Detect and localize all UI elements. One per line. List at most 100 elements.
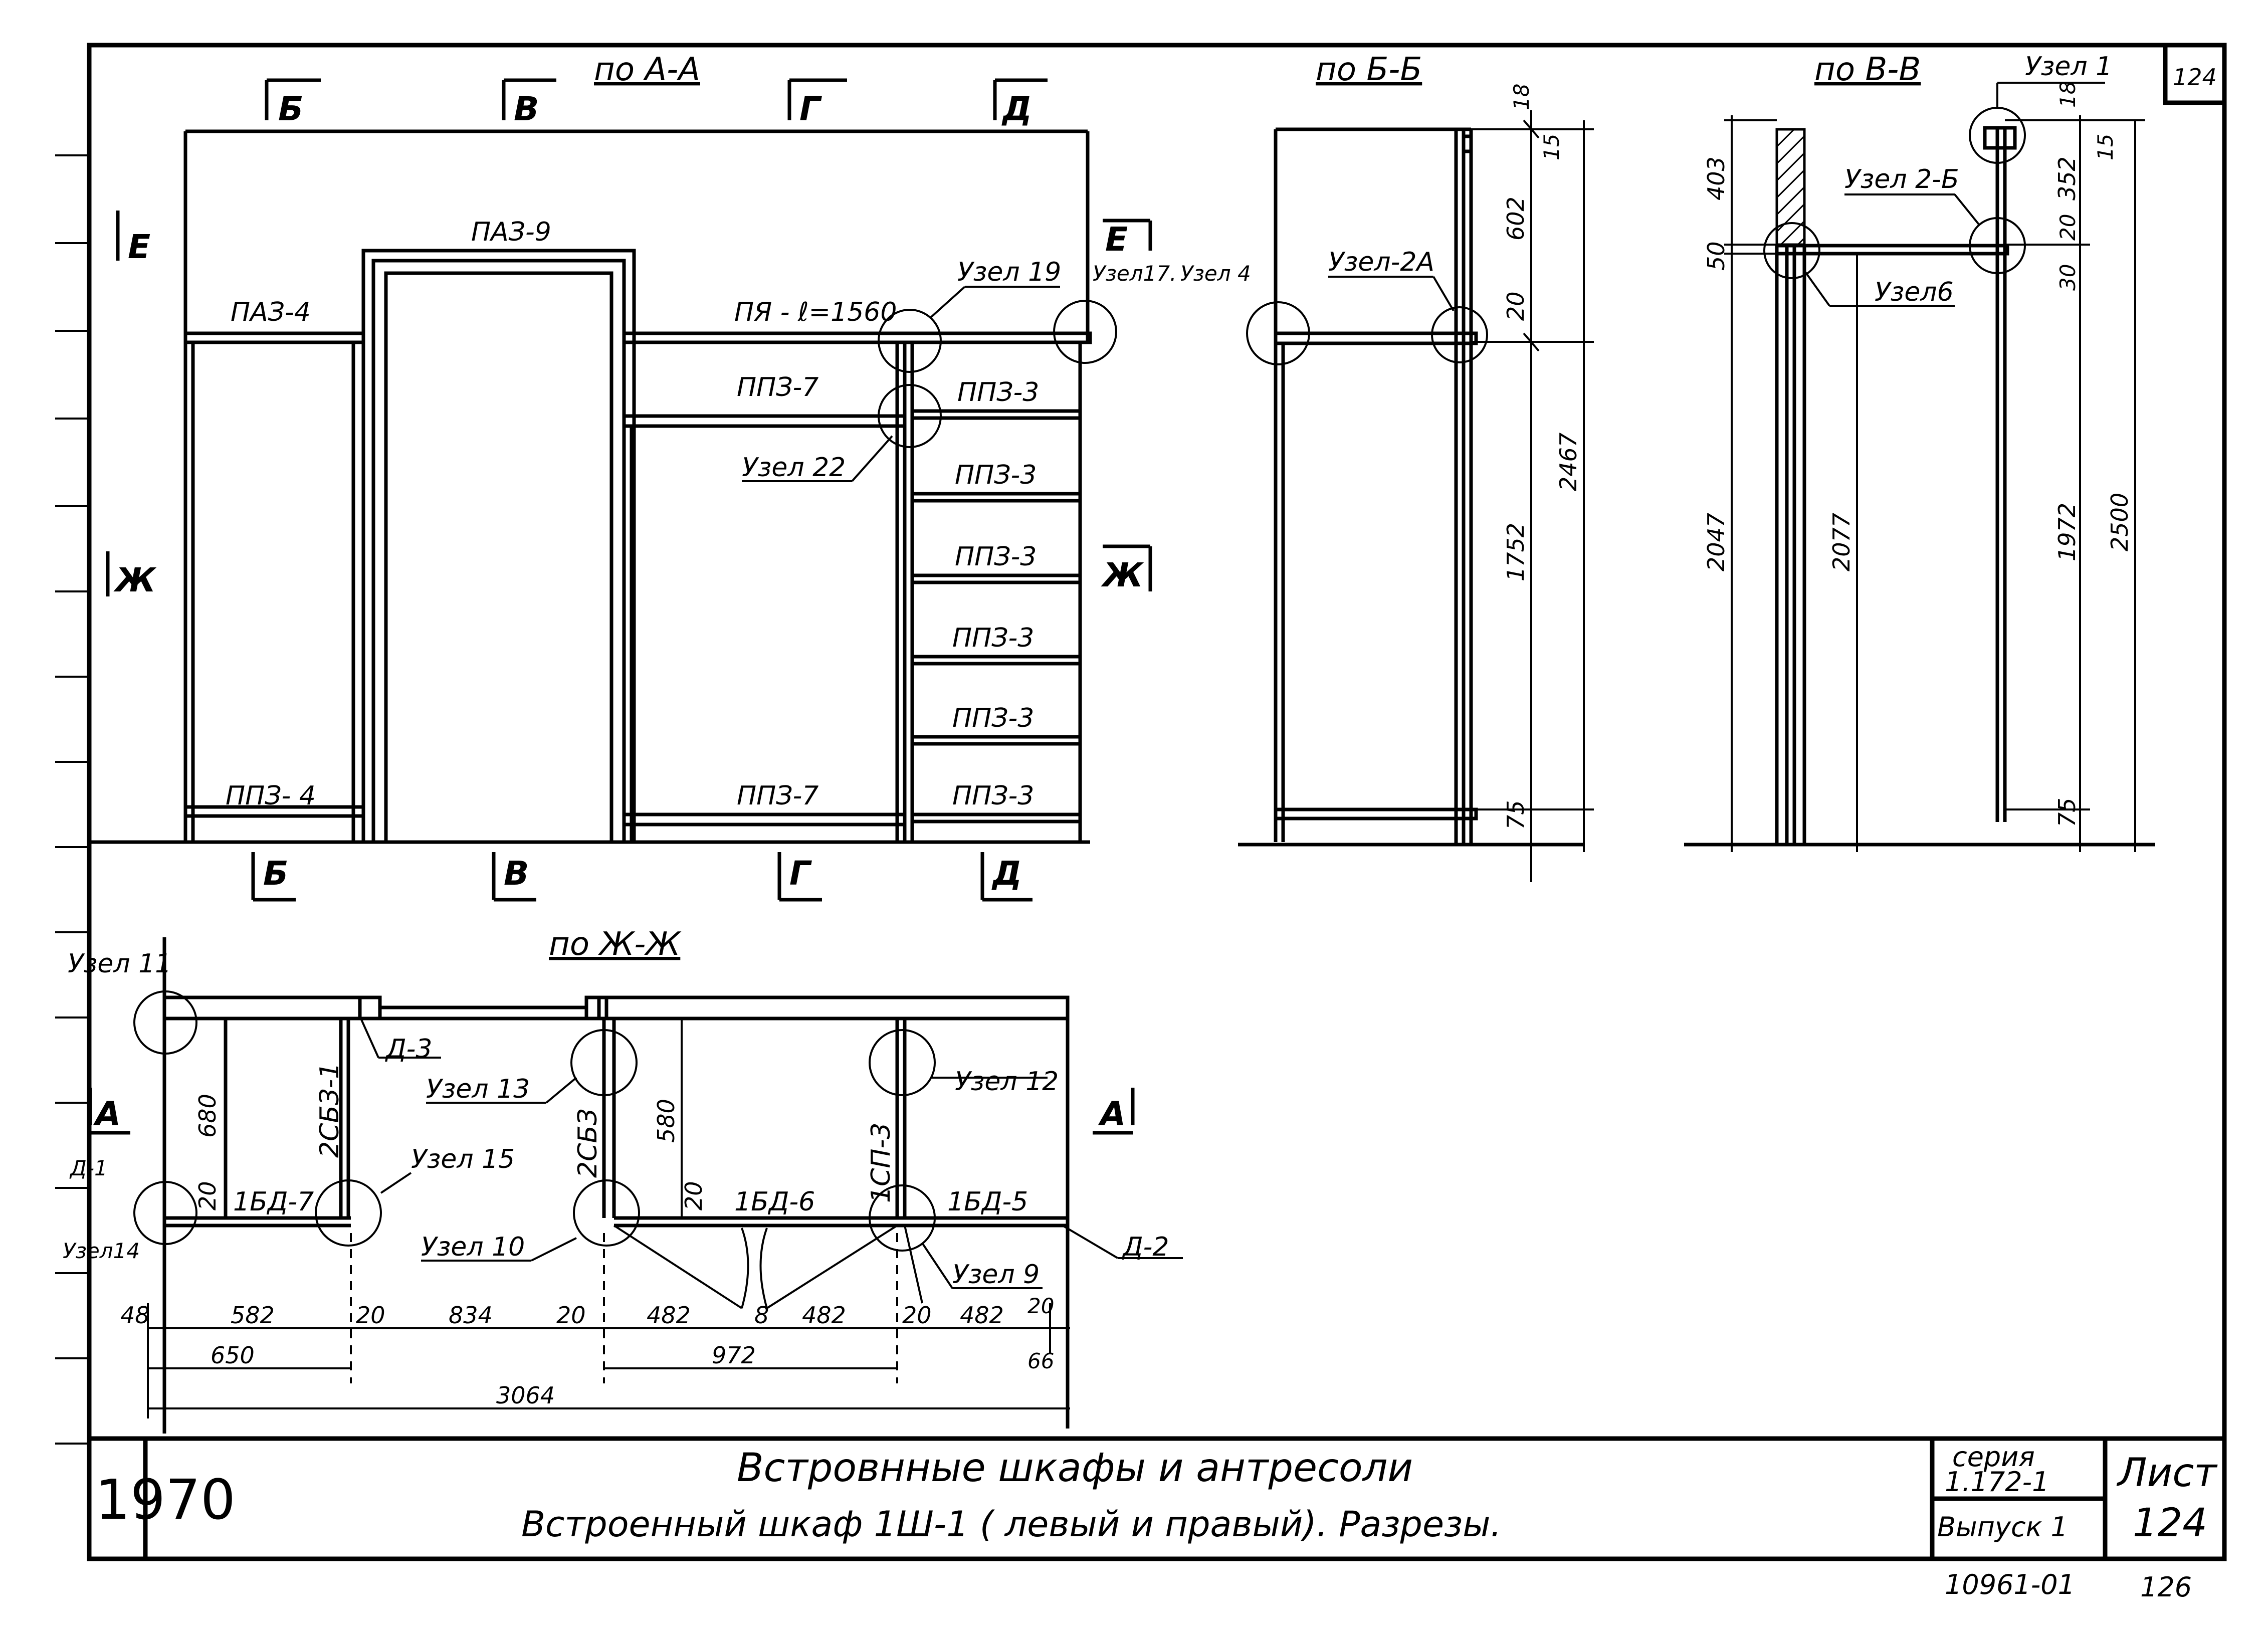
view-v-v-title: по В-В [1814,51,1921,88]
view-zh-zh: по Ж-Ж [63,926,1183,1434]
page-number: 126 [2140,1571,2192,1603]
label-ppz3-3: ППЗ-3 [955,542,1037,572]
dim-b-2467: 2467 [1555,433,1582,491]
label-uzel14: Узел14 [63,1239,140,1263]
dim-zh-8: 8 [754,1302,769,1329]
sheet-value: 124 [2133,1501,2207,1546]
section-mark-g-bottom: Г [789,854,812,893]
dim-zh-20-1: 20 [356,1302,385,1329]
dim-v-1972: 1972 [2053,503,2081,561]
label-uzel2a: Узел-2А [1328,247,1434,277]
label-paz4: ПАЗ-4 [231,297,311,327]
issue-label: Выпуск 1 [1937,1511,2068,1543]
cabinet-front-outline [90,129,1092,844]
dim-v-30: 30 [2055,264,2080,291]
dim-b-602: 602 [1502,196,1529,241]
section-mark-a-right: А [1098,1095,1126,1133]
dim-zh-482-3: 482 [960,1302,1004,1329]
label-uzel2b: Узел 2-Б [1844,164,1959,194]
label-uzel19: Узел 19 [957,257,1061,287]
dim-v-15: 15 [2093,134,2118,160]
dim-zh-650: 650 [211,1342,255,1369]
sheet-frame: 124 [55,43,2227,1561]
v-v-dimensions-right: 18 15 352 20 30 1972 2500 75 [2005,81,2145,852]
dim-zh-834: 834 [449,1302,493,1329]
section-mark-d-top: Д [1001,90,1032,128]
sheet-number-top: 124 [2173,64,2217,91]
label-2sb3-1: 2СБЗ-1 [315,1063,345,1158]
node-circle-4 [1246,301,1310,365]
label-pya: ПЯ - ℓ=1560 [734,297,897,327]
section-mark-b-top: Б [278,90,303,128]
dim-b-75: 75 [1502,800,1529,830]
section-mark-d-bottom: Д [991,854,1022,893]
view-a-a-title: по А-А [594,51,700,88]
dim-v-75: 75 [2053,797,2081,827]
dim-zh-3064: 3064 [496,1382,555,1409]
b-b-dimensions: 18 15 602 20 1752 2467 75 [1471,84,1594,882]
label-1sp3: 1СП-3 [866,1123,896,1203]
view-b-b-title: по Б-Б [1316,51,1422,88]
node-circle-2a [1431,306,1488,363]
dim-zh-20-2: 20 [556,1302,586,1329]
title-block: 1970 Встровнные шкафы и антресоли Встрое… [95,1439,2218,1603]
title-year: 1970 [95,1468,236,1532]
title-line2: Встроенный шкаф 1Ш-1 ( левый и правый). … [521,1504,1502,1545]
label-ppz7-top: ППЗ-7 [737,372,818,402]
label-ppz4: ППЗ- 4 [226,781,316,811]
node-circle-10 [573,1179,640,1247]
dim-v-20: 20 [2055,214,2080,241]
view-a-a: по А-А Б В Г Д Е Е Ж Ж [90,51,1251,902]
label-2sb3: 2СБЗ [573,1109,603,1178]
label-uzel15: Узел 15 [411,1144,515,1174]
label-d3: Д-3 [385,1034,432,1064]
dim-zh-48: 48 [120,1302,150,1329]
section-marks-top: Б В Г Д [265,78,1048,128]
label-ppz3-2: ППЗ-3 [955,460,1037,490]
label-ppz3-1: ППЗ-3 [957,377,1039,408]
node-circle-12 [869,1029,936,1096]
dim-zh-20a: 20 [194,1181,221,1210]
view-v-v: по В-В Узел 1 Узел 2-Б Узел6 403 50 [1684,51,2155,852]
label-paz9: ПАЗ-9 [471,217,551,247]
dim-v-18: 18 [2055,81,2080,108]
node-circle-6 [1763,222,1820,279]
dim-v-2077: 2077 [1828,513,1855,571]
view-zh-zh-title: по Ж-Ж [549,926,682,963]
section-mark-e-right: Е [1105,220,1128,259]
label-ppz7-bottom: ППЗ-7 [737,781,818,811]
label-uzel11: Узел 11 [68,949,171,979]
dim-v-352: 352 [2053,156,2081,200]
section-mark-g-top: Г [799,90,822,128]
label-1bd5: 1БД-5 [947,1187,1028,1217]
dim-b-20: 20 [1502,291,1529,321]
node-circle-13 [570,1029,638,1096]
dim-zh-20b: 20 [680,1181,707,1210]
label-ppz3-4: ППЗ-3 [952,623,1034,653]
section-mark-v-top: В [514,90,539,128]
doc-number: 10961-01 [1945,1569,2075,1600]
title-line1: Встровнные шкафы и антресоли [737,1446,1413,1491]
dim-zh-582: 582 [231,1302,275,1329]
section-mark-zh-left: Ж [113,561,157,599]
dim-v-50: 50 [1703,241,1730,271]
label-ppz3-5: ППЗ-3 [952,703,1034,733]
label-uzel9: Узел 9 [952,1260,1040,1290]
label-d1: Д-1 [69,1156,108,1180]
label-1bd6: 1БД-6 [734,1187,815,1217]
node-circle-14 [133,1181,197,1245]
node-circle-15 [315,1179,382,1247]
label-uzel22: Узел 22 [742,453,846,483]
label-uzel17: Узел17. [1093,261,1176,286]
dim-v-2047: 2047 [1703,513,1730,571]
label-uzel10: Узел 10 [421,1232,525,1262]
section-marks-bottom: Б В Г Д [251,852,1033,902]
section-mark-b-bottom: Б [263,854,288,893]
label-uzel4-a: Узел 4 [1180,261,1251,286]
label-uzel13: Узел 13 [426,1074,530,1104]
node-circle-17 [1053,300,1117,364]
node-circle-11 [133,990,197,1055]
label-uzel12: Узел 12 [955,1067,1059,1097]
v-v-dimensions-left: 403 50 2047 2077 [1703,115,1858,852]
